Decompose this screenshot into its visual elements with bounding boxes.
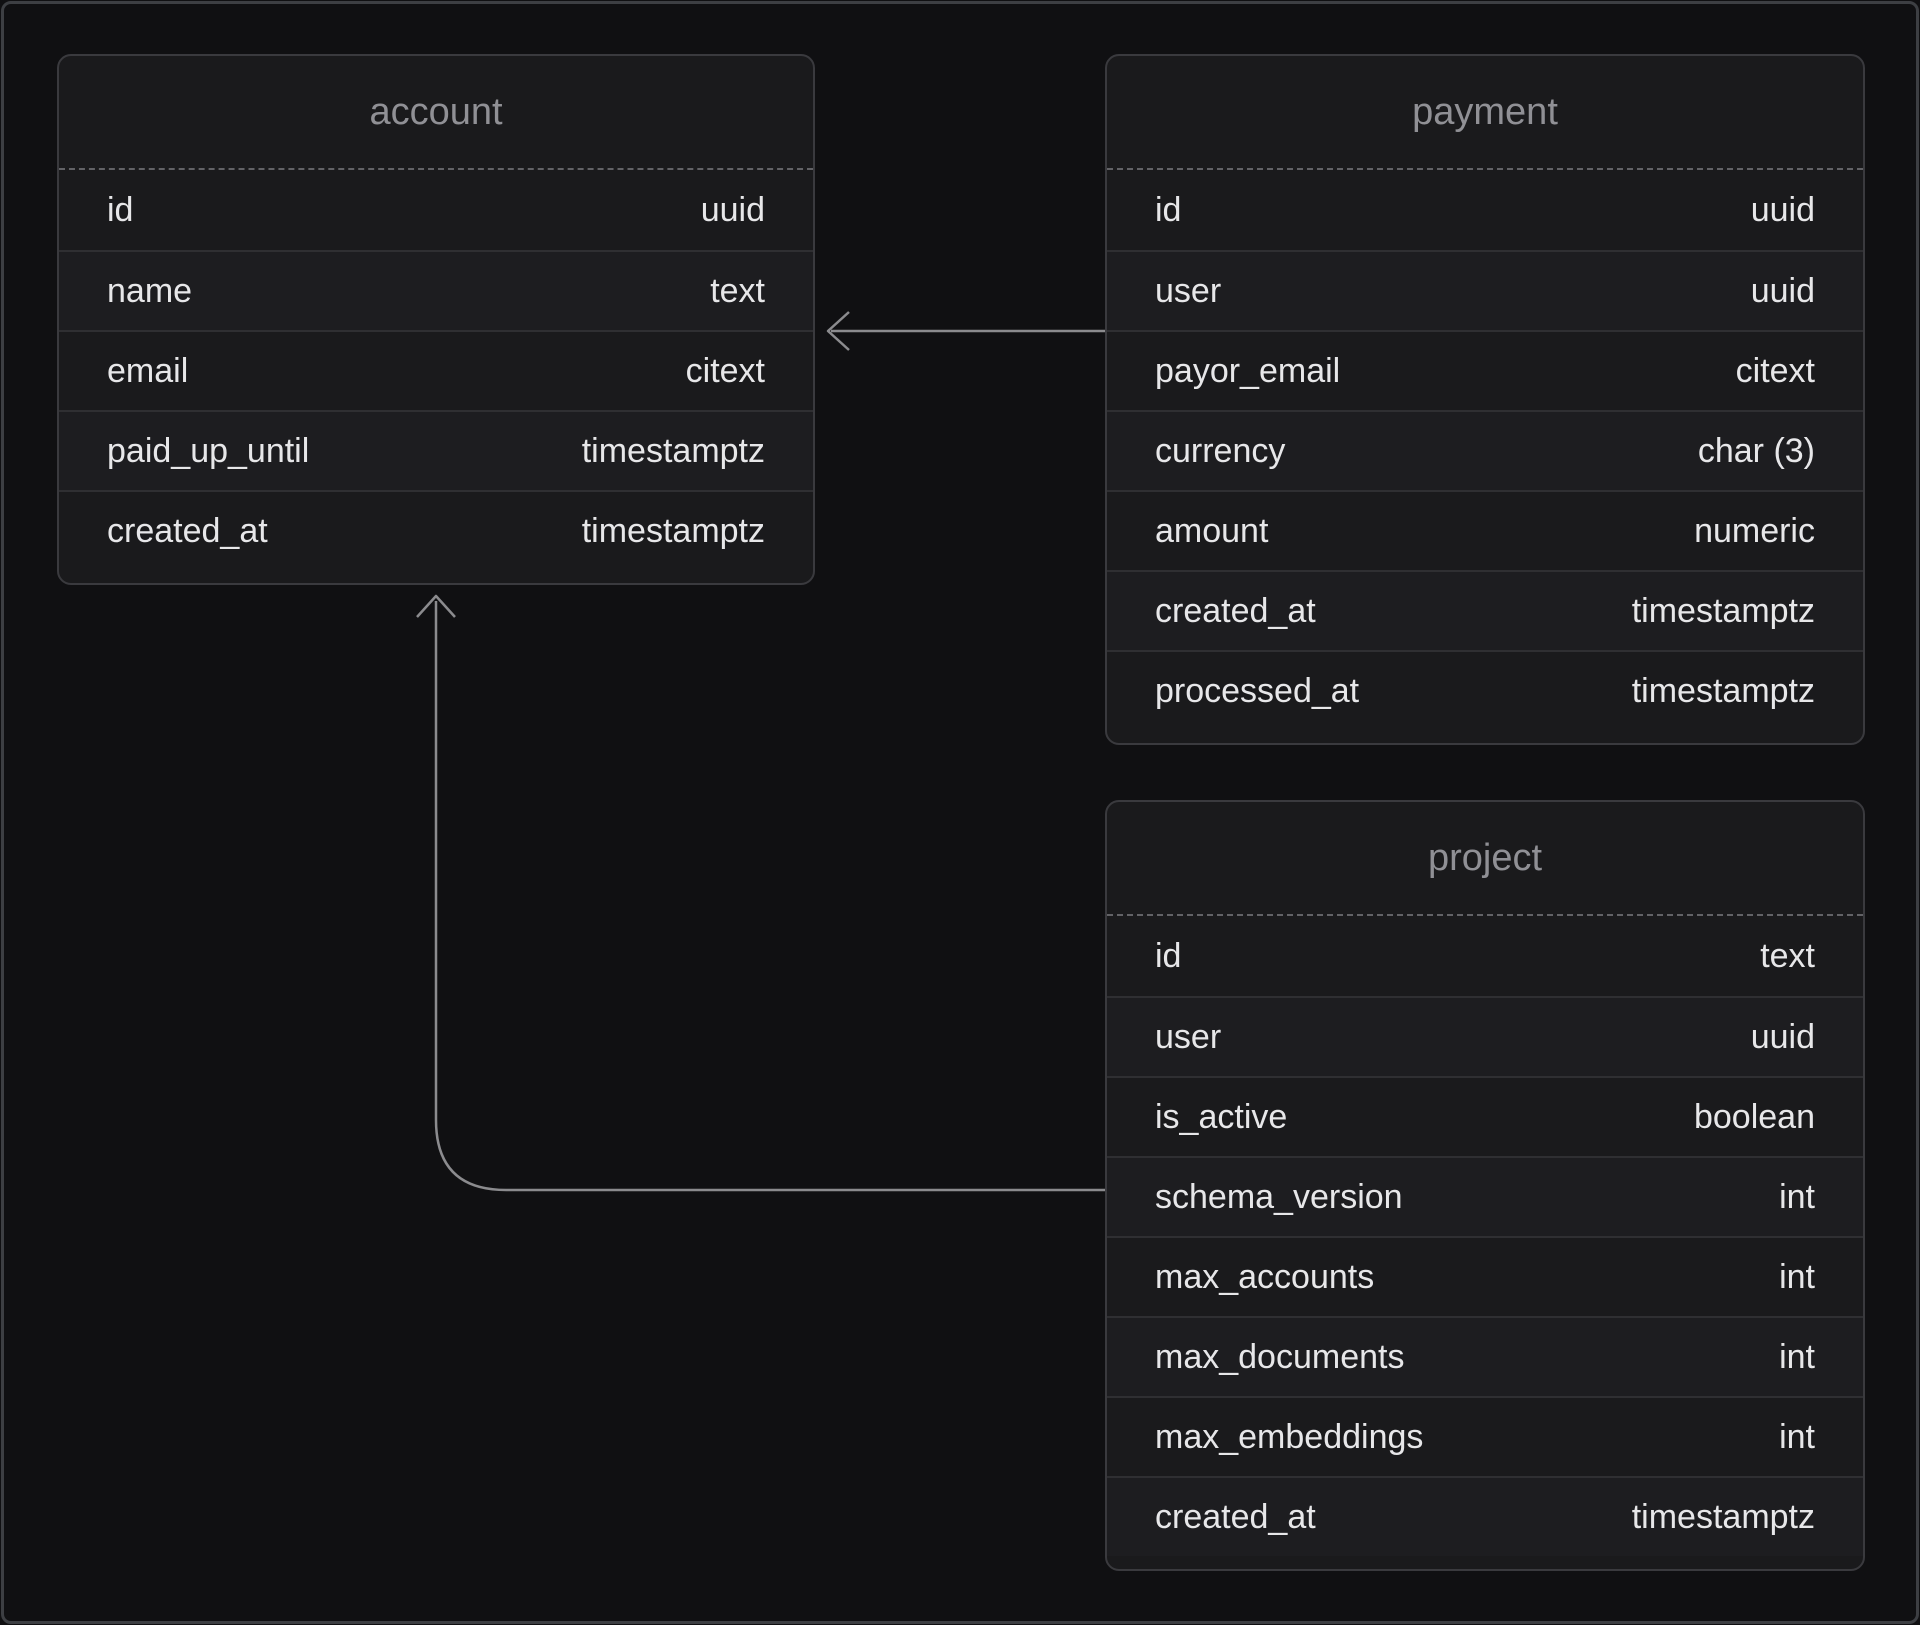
table-row[interactable]: max_accounts int xyxy=(1107,1236,1863,1316)
field-type: timestamptz xyxy=(1631,591,1815,630)
table-project[interactable]: project id text user uuid is_active boolean sc… xyxy=(1105,800,1865,1571)
field-name: id xyxy=(1155,190,1182,229)
table-row[interactable]: id uuid xyxy=(1107,170,1863,250)
table-row[interactable]: user uuid xyxy=(1107,250,1863,330)
table-row[interactable]: paid_up_until timestamptz xyxy=(59,410,813,490)
relationship-project-account[interactable] xyxy=(416,594,1106,1192)
field-type: citext xyxy=(1735,351,1815,390)
table-header[interactable]: project xyxy=(1107,802,1863,916)
field-name: is_active xyxy=(1155,1097,1288,1136)
table-row[interactable]: created_at timestamptz xyxy=(59,490,813,570)
table-row[interactable]: id text xyxy=(1107,916,1863,996)
field-type: int xyxy=(1779,1257,1815,1296)
arrowhead-left-icon xyxy=(826,311,850,351)
table-row[interactable]: max_documents int xyxy=(1107,1316,1863,1396)
arrowhead-up-icon xyxy=(416,594,456,618)
field-name: paid_up_until xyxy=(107,431,310,470)
field-name: amount xyxy=(1155,511,1269,550)
field-type: text xyxy=(1760,936,1815,975)
field-name: processed_at xyxy=(1155,671,1360,710)
field-name: created_at xyxy=(1155,1497,1316,1536)
table-header[interactable]: account xyxy=(59,56,813,170)
field-type: int xyxy=(1779,1337,1815,1376)
table-row[interactable]: processed_at timestamptz xyxy=(1107,650,1863,730)
field-name: payor_email xyxy=(1155,351,1341,390)
table-rows: id text user uuid is_active boolean schema_ver… xyxy=(1107,916,1863,1569)
field-name: user xyxy=(1155,271,1222,310)
field-type: timestamptz xyxy=(1631,671,1815,710)
table-row[interactable]: id uuid xyxy=(59,170,813,250)
table-row[interactable]: name text xyxy=(59,250,813,330)
field-type: char (3) xyxy=(1697,431,1815,470)
table-header[interactable]: payment xyxy=(1107,56,1863,170)
field-type: uuid xyxy=(1750,1017,1815,1056)
table-row[interactable]: schema_version int xyxy=(1107,1156,1863,1236)
table-row[interactable]: created_at timestamptz xyxy=(1107,1476,1863,1556)
table-title: payment xyxy=(1412,90,1558,133)
field-type: timestamptz xyxy=(581,511,765,550)
field-type: int xyxy=(1779,1417,1815,1456)
relationship-line[interactable] xyxy=(434,601,1106,1192)
field-name: email xyxy=(107,351,189,390)
field-type: text xyxy=(710,271,765,310)
table-row[interactable]: is_active boolean xyxy=(1107,1076,1863,1156)
field-name: created_at xyxy=(1155,591,1316,630)
table-account[interactable]: account id uuid name text email citext paid_up… xyxy=(57,54,815,585)
relationship-payment-account[interactable] xyxy=(826,311,1106,351)
field-name: id xyxy=(107,190,134,229)
table-row[interactable]: payor_email citext xyxy=(1107,330,1863,410)
table-row[interactable]: max_embeddings int xyxy=(1107,1396,1863,1476)
field-type: uuid xyxy=(1750,190,1815,229)
field-type: uuid xyxy=(1750,271,1815,310)
field-type: uuid xyxy=(700,190,765,229)
field-name: schema_version xyxy=(1155,1177,1403,1216)
field-name: id xyxy=(1155,936,1182,975)
field-name: user xyxy=(1155,1017,1222,1056)
table-row[interactable]: created_at timestamptz xyxy=(1107,570,1863,650)
table-row[interactable]: currency char (3) xyxy=(1107,410,1863,490)
field-name: currency xyxy=(1155,431,1286,470)
field-type: timestamptz xyxy=(1631,1497,1815,1536)
field-type: citext xyxy=(685,351,765,390)
field-type: timestamptz xyxy=(581,431,765,470)
field-name: created_at xyxy=(107,511,268,550)
table-row[interactable]: amount numeric xyxy=(1107,490,1863,570)
table-row[interactable]: user uuid xyxy=(1107,996,1863,1076)
field-name: max_accounts xyxy=(1155,1257,1375,1296)
table-title: account xyxy=(369,90,503,133)
table-payment[interactable]: payment id uuid user uuid payor_email citext c… xyxy=(1105,54,1865,745)
field-name: max_documents xyxy=(1155,1337,1405,1376)
field-name: max_embeddings xyxy=(1155,1417,1424,1456)
field-type: int xyxy=(1779,1177,1815,1216)
table-title: project xyxy=(1427,836,1543,879)
table-row[interactable]: email citext xyxy=(59,330,813,410)
field-type: numeric xyxy=(1694,511,1815,550)
field-type: boolean xyxy=(1693,1097,1815,1136)
field-name: name xyxy=(107,271,193,310)
